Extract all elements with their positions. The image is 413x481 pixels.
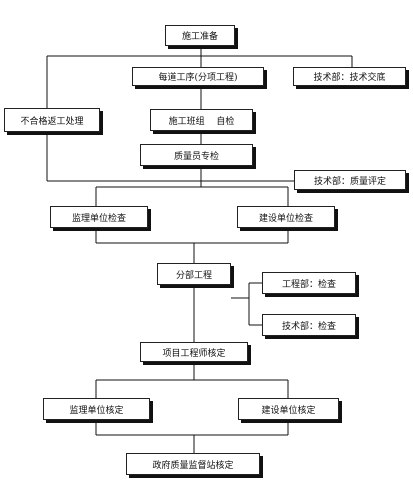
node-supervisor-verify-label: 监理单位核定 bbox=[69, 405, 124, 416]
node-eng-check-label: 工程部：检查 bbox=[281, 279, 336, 290]
node-owner-verify: 建设单位核定 bbox=[238, 398, 339, 420]
node-tech-eval: 技术部：质量评定 bbox=[294, 170, 406, 190]
node-start-label: 施工准备 bbox=[181, 32, 218, 42]
node-supervisor-verify: 监理单位核定 bbox=[43, 398, 150, 420]
node-pm-verify-label: 项目工程师核定 bbox=[162, 348, 226, 359]
node-process: 每道工序(分项工程) bbox=[132, 67, 264, 86]
node-sub-project-label: 分部工程 bbox=[175, 270, 212, 281]
node-eng-check: 工程部：检查 bbox=[262, 272, 356, 294]
node-gov-verify: 政府质量监督站核定 bbox=[126, 453, 260, 475]
node-tech-check: 技术部：检查 bbox=[262, 314, 356, 336]
node-owner-check-label: 建设单位检查 bbox=[258, 213, 313, 224]
node-supervisor-check-label: 监理单位检查 bbox=[71, 213, 126, 224]
node-owner-verify-label: 建设单位核定 bbox=[261, 405, 316, 416]
node-team-selfcheck: 施工班组 自检 bbox=[150, 109, 253, 131]
node-tech-handover-label: 技术部：技术交底 bbox=[313, 73, 386, 83]
node-qc-inspector: 质量员专检 bbox=[140, 144, 253, 166]
node-process-label: 每道工序(分项工程) bbox=[158, 73, 238, 83]
node-rework: 不合格返工处理 bbox=[4, 108, 100, 132]
node-rework-label: 不合格返工处理 bbox=[20, 116, 84, 127]
node-pm-verify: 项目工程师核定 bbox=[140, 342, 248, 362]
node-tech-eval-label: 技术部：质量评定 bbox=[313, 176, 386, 187]
node-start: 施工准备 bbox=[165, 25, 235, 46]
node-tech-check-label: 技术部：检查 bbox=[281, 321, 336, 332]
node-supervisor-check: 监理单位检查 bbox=[50, 206, 148, 228]
node-sub-project: 分部工程 bbox=[157, 263, 231, 285]
node-gov-verify-label: 政府质量监督站核定 bbox=[152, 460, 234, 471]
node-team-selfcheck-label: 施工班组 自检 bbox=[168, 116, 235, 127]
node-owner-check: 建设单位检查 bbox=[237, 206, 335, 228]
node-tech-handover: 技术部：技术交底 bbox=[293, 67, 406, 86]
node-qc-inspector-label: 质量员专检 bbox=[173, 151, 219, 162]
